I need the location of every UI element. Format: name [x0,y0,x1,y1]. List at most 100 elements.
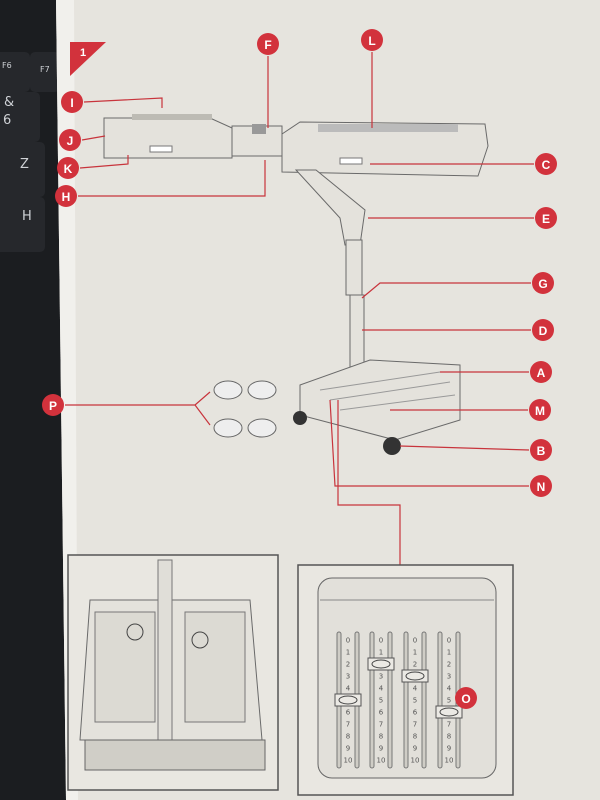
slider-scale-number: 7 [346,721,350,729]
slider-scale-number: 5 [447,697,451,705]
callout-circle [535,153,557,175]
callout-circle [57,157,79,179]
callout-h: H [55,185,77,207]
callout-letter: K [64,162,73,176]
key-6: 6 [3,113,11,128]
slider-rail [369,631,375,769]
callout-circle [55,185,77,207]
slider-scale-number: 4 [379,685,384,693]
slider-scale-number: 0 [413,637,417,645]
slider-scale-number: 2 [413,661,417,669]
slider-scale-number: 9 [379,745,383,753]
callout-g: G [532,272,554,294]
key-h: H [22,209,32,224]
callout-circle [361,29,383,51]
slider-scale-number: 4 [413,685,418,693]
slider-scale-number: 7 [413,721,417,729]
callout-circle [530,361,552,383]
headphones-drawing [213,380,277,438]
callout-letter: A [537,366,546,380]
slider-scale-number: 5 [413,697,417,705]
callout-f: F [257,33,279,55]
slider-scale-number: 3 [346,673,350,681]
slider-scale-number: 2 [447,661,451,669]
slider-scale-number: 4 [346,685,351,693]
callout-letter: D [539,324,548,338]
callout-c: C [535,153,557,175]
slider-scale-number: 0 [346,637,350,645]
key-f7: F7 [40,65,50,74]
callout-letter: H [62,190,71,204]
callout-l: L [361,29,383,51]
callout-circle [530,475,552,497]
slider-scale-number: 5 [379,697,383,705]
callout-letter: F [264,38,271,52]
slider-scale-number: 3 [447,673,451,681]
slider-scale-number: 4 [447,685,452,693]
slider-scale-number: 8 [379,733,383,741]
callout-letter: N [537,480,546,494]
callout-circle [59,129,81,151]
slider-scale-number: 1 [447,649,451,657]
slider-scale-number: 10 [411,757,420,765]
callout-n: N [530,475,552,497]
callout-letter: P [49,399,57,413]
slider-scale-number: 3 [379,673,383,681]
slider-3[interactable]: 0 1 2 4 5 6 7 8 9 10 [401,631,429,769]
slider-scale-number: 10 [377,757,386,765]
callout-d: D [532,319,554,341]
slider-1[interactable]: 0 1 2 3 4 6 7 8 9 10 [334,631,362,769]
key-ampersand: & [4,95,14,110]
figure-tab [70,42,106,76]
callout-p: P [42,394,64,416]
callout-letter: E [542,212,550,226]
callout-letter: G [538,277,547,291]
callout-o: O [455,687,477,709]
callout-circle [535,207,557,229]
callout-letter: I [70,96,73,110]
callout-circle [61,91,83,113]
callout-circle [529,399,551,421]
slider-scale-number: 2 [346,661,350,669]
callout-lines [65,52,534,699]
slider-scale-number: 0 [447,637,451,645]
callout-circle [257,33,279,55]
slider-scale-number: 6 [346,709,351,717]
slider-scale-number: 7 [379,721,383,729]
sliders: 0123467891001345678910012456789100123457… [334,631,463,769]
callout-a: A [530,361,552,383]
figure-number: 1 [80,47,86,59]
callout-circle [530,439,552,461]
callout-circle [42,394,64,416]
callout-circle [532,272,554,294]
key-z: Z [20,157,29,172]
slider-scale-number: 9 [413,745,417,753]
slider-knob-grip-icon [439,707,459,717]
key-f6: F6 [2,61,12,70]
slider-scale-number: 6 [379,709,384,717]
slider-rail [421,631,427,769]
slider-rail [437,631,443,769]
slider-scale-number: 9 [346,745,350,753]
slider-rail [387,631,393,769]
callout-letter: B [537,444,546,458]
slider-scale-number: 8 [413,733,417,741]
slider-scale-number: 1 [346,649,350,657]
slider-scale-number: 6 [413,709,418,717]
slider-scale-number: 8 [346,733,350,741]
callout-circle [532,319,554,341]
slider-scale-number: 1 [413,649,417,657]
slider-scale-number: 10 [344,757,353,765]
callout-letter: J [67,134,74,148]
slider-scale-number: 1 [379,649,383,657]
slider-scale-number: 10 [445,757,454,765]
callout-letter: C [542,158,551,172]
callout-circle [455,687,477,709]
callout-b: B [530,439,552,461]
projector-drawing [103,114,489,455]
slider-scale-number: 7 [447,721,451,729]
